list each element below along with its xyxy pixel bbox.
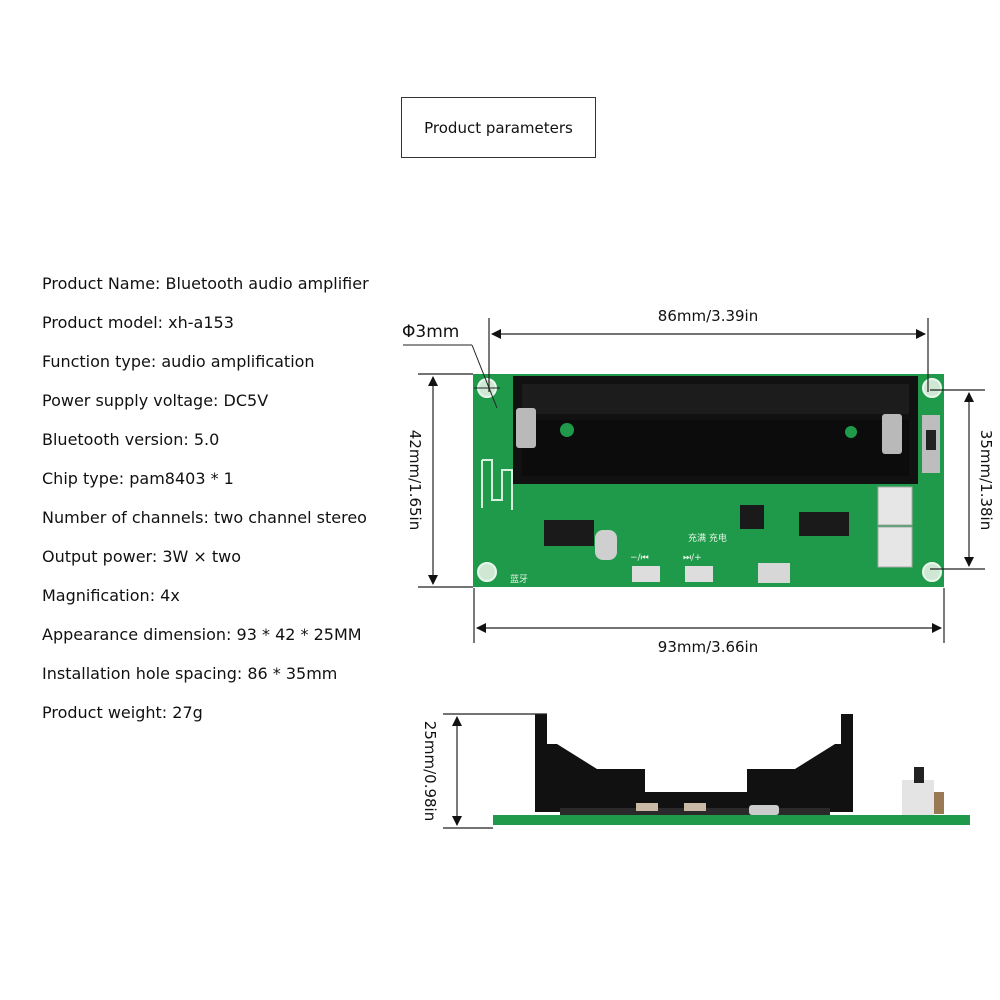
battery-contact-right [882,414,902,454]
spec-item: Power supply voltage: DC5V [42,391,269,410]
connector-side [902,780,934,816]
spec-value: 93 * 42 * 25MM [236,625,362,644]
spec-item: Product model: xh-a153 [42,313,234,332]
board-side-view [493,714,970,825]
spec-item: Magnification: 4x [42,586,180,605]
svg-text:35mm/1.38in: 35mm/1.38in [977,430,995,530]
spec-value: 5.0 [193,430,220,449]
next-label: ⏭/+ [683,553,702,563]
prev-label: −/⏮ [630,553,649,563]
spec-label: Bluetooth version [42,430,184,449]
spec-label: Magnification [42,586,150,605]
spec-value: 4x [160,586,180,605]
speaker-connector [877,486,913,526]
bluetooth-chip [544,520,594,546]
spec-value: pam8403 * 1 [129,469,234,488]
spec-item: Bluetooth version: 5.0 [42,430,220,449]
spec-value: 27g [172,703,203,722]
ic-chip [799,512,849,536]
pam8403-chip [740,505,764,529]
pcb-side [493,815,970,825]
spec-label: Installation hole spacing [42,664,237,683]
spec-value: 86 * 35mm [247,664,338,683]
spec-item: Product Name: Bluetooth audio amplifier [42,274,369,293]
usb-port [758,563,790,583]
spec-value: xh-a153 [168,313,234,332]
dimension-hole-height: 35mm/1.38in [930,389,995,570]
svg-text:42mm/1.65in: 42mm/1.65in [406,430,424,530]
spec-label: Function type [42,352,151,371]
spec-label: Number of channels [42,508,204,527]
battery-holder-side [535,714,853,812]
spec-item: Appearance dimension: 93 * 42 * 25MM [42,625,362,644]
dimension-board-height: 42mm/1.65in [406,373,473,588]
charge-label: 充满 充电 [688,532,727,544]
spec-label: Appearance dimension [42,625,227,644]
bluetooth-label: 蓝牙 [510,573,528,585]
spec-label: Chip type [42,469,119,488]
spec-label: Product weight [42,703,162,722]
dimension-hole-diameter: Φ3mm [402,322,500,409]
spec-item: Function type: audio amplification [42,352,315,371]
svg-text:86mm/3.39in: 86mm/3.39in [658,307,758,325]
spec-label: Product Name [42,274,156,293]
spec-item: Output power: 3W × two [42,547,242,566]
spec-value: DC5V [223,391,269,410]
spec-value: two channel stereo [214,508,367,527]
spec-item: Product weight: 27g [42,703,203,722]
dimension-hole-width: 86mm/3.39in [488,307,929,392]
antenna-trace [481,459,513,510]
dimension-board-width: 93mm/3.66in [473,588,945,656]
spec-value: 3W × two [162,547,242,566]
dimension-side-height: 25mm/0.98in [421,713,547,829]
spec-value: audio amplification [161,352,315,371]
spec-label: Product model [42,313,158,332]
spec-item: Number of channels: two channel stereo [42,508,367,527]
spec-item: Chip type: pam8403 * 1 [42,469,234,488]
next-button[interactable] [685,566,713,582]
spec-label: Output power [42,547,152,566]
battery-contact-left [516,408,536,448]
crystal [595,530,617,560]
spec-value: Bluetooth audio amplifier [165,274,369,293]
speaker-connector [877,526,913,568]
spec-label: Power supply voltage [42,391,214,410]
svg-text:93mm/3.66in: 93mm/3.66in [658,638,758,656]
board-top-view: −/⏮ ⏭/+ 充满 充电 蓝牙 [473,374,944,587]
usb-port-side [749,805,779,815]
prev-button[interactable] [632,566,660,582]
svg-text:Φ3mm: Φ3mm [402,322,459,342]
section-title: Product parameters [401,97,596,158]
svg-text:25mm/0.98in: 25mm/0.98in [421,721,439,821]
spec-item: Installation hole spacing: 86 * 35mm [42,664,338,683]
